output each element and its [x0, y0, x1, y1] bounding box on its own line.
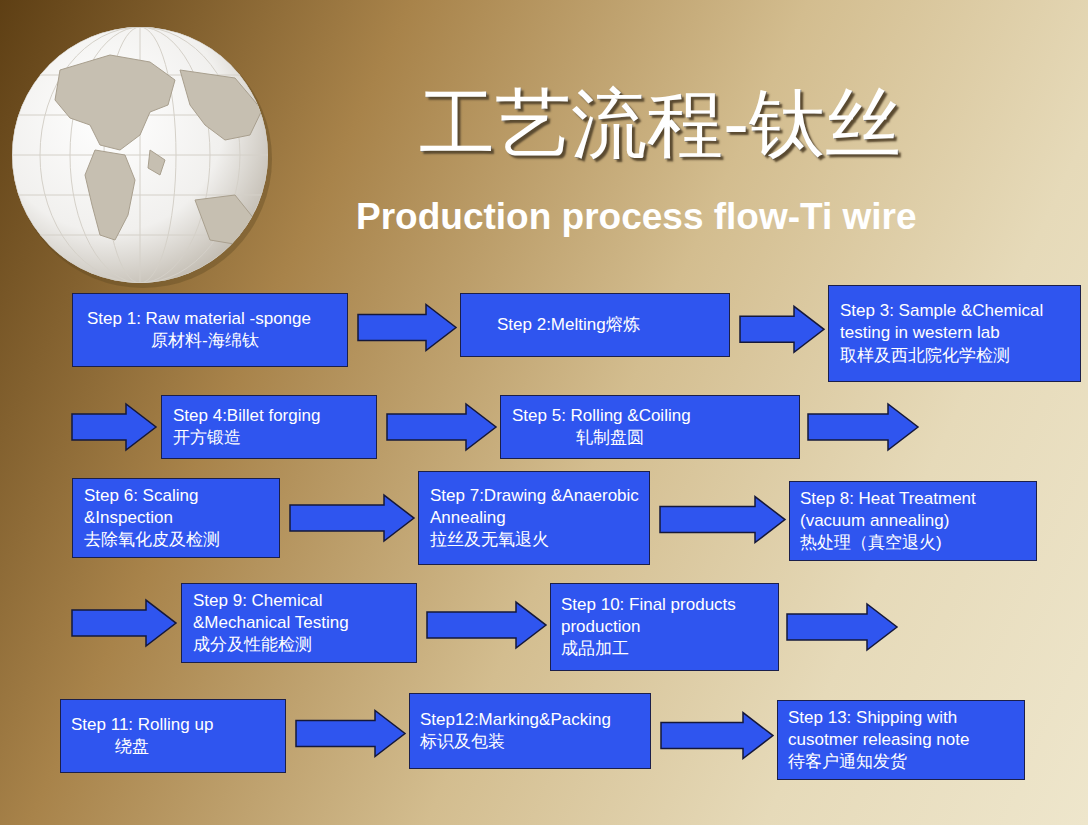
process-box: Step 10: Final products production成品加工: [550, 583, 779, 671]
process-box: Step 3: Sample &Chemical testing in west…: [828, 285, 1081, 382]
block-arrow: [72, 404, 156, 450]
block-arrow-shape: [660, 497, 785, 543]
step-label: Step 10: Final products production: [561, 594, 768, 638]
block-arrow: [427, 602, 546, 648]
block-arrow: [296, 711, 405, 757]
block-arrow: [387, 404, 496, 450]
block-arrow-shape: [358, 305, 456, 351]
process-box: Step 8: Heat Treatment (vacuum annealing…: [789, 481, 1037, 561]
block-arrow-shape: [740, 306, 824, 352]
block-arrow: [660, 497, 785, 543]
process-box: Step 1: Raw material -sponge原材料-海绵钛: [72, 293, 348, 367]
process-box: Step 5: Rolling &Coiling轧制盘圆: [500, 395, 800, 459]
block-arrow-shape: [72, 404, 156, 450]
step-label-cn: 待客户通知发货: [788, 751, 1014, 773]
step-label-cn: 标识及包装: [420, 731, 640, 753]
step-label: Step 5: Rolling &Coiling: [512, 405, 789, 427]
step-label: Step 2:Melting熔炼: [497, 314, 719, 336]
block-arrow-shape: [661, 713, 773, 759]
block-arrow: [358, 305, 456, 351]
block-arrow: [661, 713, 773, 759]
process-box: Step 4:Billet forging开方锻造: [161, 395, 377, 459]
block-arrow-shape: [72, 600, 176, 646]
block-arrow-shape: [290, 495, 414, 541]
slide-title: 工艺流程-钛丝: [400, 74, 920, 177]
step-label-cn: 原材料-海绵钛: [87, 330, 337, 352]
step-label: Step 3: Sample &Chemical testing in west…: [840, 300, 1070, 344]
process-box: Step 9: Chemical &Mechanical Testing成分及性…: [181, 583, 417, 663]
slide-subtitle: Production process flow-Ti wire: [356, 196, 917, 238]
step-label-cn: 拉丝及无氧退火: [430, 529, 639, 551]
process-box: Step 6: Scaling &Inspection去除氧化皮及检测: [72, 478, 280, 558]
step-label: Step 11: Rolling up: [71, 714, 275, 736]
step-label: Step 6: Scaling &Inspection: [84, 485, 269, 529]
block-arrow-shape: [427, 602, 546, 648]
step-label: Step12:Marking&Packing: [420, 709, 640, 731]
process-box: Step 11: Rolling up绕盘: [60, 699, 286, 773]
block-arrow-shape: [387, 404, 496, 450]
process-box: Step12:Marking&Packing标识及包装: [409, 693, 651, 769]
block-arrow: [787, 604, 897, 650]
process-box: Step 2:Melting熔炼: [460, 293, 730, 357]
step-label-cn: 成品加工: [561, 638, 768, 660]
block-arrow: [290, 495, 414, 541]
block-arrow: [72, 600, 176, 646]
step-label: Step 7:Drawing &Anaerobic Annealing: [430, 485, 639, 529]
step-label: Step 13: Shipping with cusotmer releasin…: [788, 707, 1014, 751]
step-label: Step 8: Heat Treatment (vacuum annealing…: [800, 488, 1026, 532]
process-box: Step 13: Shipping with cusotmer releasin…: [777, 700, 1025, 780]
step-label-cn: 开方锻造: [173, 427, 366, 449]
step-label-cn: 去除氧化皮及检测: [84, 529, 269, 551]
block-arrow: [808, 404, 918, 450]
block-arrow-shape: [808, 404, 918, 450]
step-label-cn: 热处理（真空退火): [800, 532, 1026, 554]
step-label-cn: 成分及性能检测: [193, 634, 406, 656]
step-label-cn: 取样及西北院化学检测: [840, 345, 1070, 367]
block-arrow-shape: [296, 711, 405, 757]
process-box: Step 7:Drawing &Anaerobic Annealing拉丝及无氧…: [418, 471, 650, 565]
block-arrow-shape: [787, 604, 897, 650]
step-label-cn: 绕盘: [71, 736, 275, 758]
step-label: Step 9: Chemical &Mechanical Testing: [193, 590, 406, 634]
step-label: Step 1: Raw material -sponge: [87, 308, 337, 330]
block-arrow: [740, 306, 824, 352]
step-label: Step 4:Billet forging: [173, 405, 366, 427]
step-label-cn: 轧制盘圆: [512, 427, 789, 449]
